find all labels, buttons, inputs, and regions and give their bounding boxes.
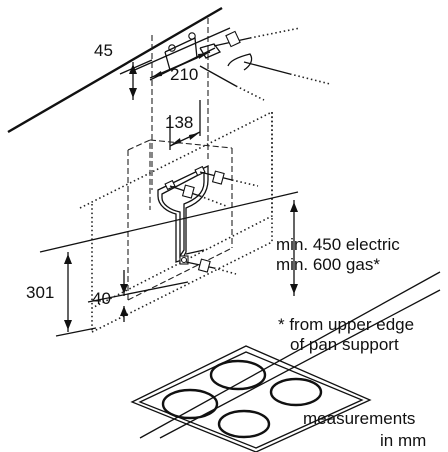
- burner-back-right: [269, 377, 323, 407]
- units-line-2: in mm: [380, 431, 426, 450]
- burner-back-left: [209, 359, 267, 391]
- top-bracket-area: [129, 18, 231, 190]
- wall-bracket: [157, 164, 209, 265]
- lower-fixings: [169, 170, 259, 275]
- bottom-reference-line: [87, 281, 189, 303]
- ceiling-line: [7, 6, 223, 134]
- min-gas-label: min. 600 gas*: [276, 255, 380, 274]
- dimension-45: 45: [94, 41, 153, 100]
- dim-210-label: 210: [170, 65, 198, 84]
- lower-bracket-area: [127, 139, 233, 301]
- footnote-line-1: * from upper edge: [278, 315, 414, 334]
- footnote-line-2: of pan support: [290, 335, 399, 354]
- burner-front-right: [217, 409, 271, 439]
- dim-45-label: 45: [94, 41, 113, 60]
- burner-front-left: [161, 388, 219, 420]
- cooktop: [130, 345, 372, 452]
- dim-138-label: 138: [165, 113, 193, 132]
- lower-reference-line: [39, 191, 299, 253]
- top-fixings: [199, 27, 331, 101]
- min-electric-label: min. 450 electric: [276, 235, 400, 254]
- dimension-138: 138: [165, 100, 201, 150]
- dimension-min-distance: min. 450 electric min. 600 gas*: [139, 200, 441, 439]
- dim-301-label: 301: [26, 283, 54, 302]
- dimension-40: 40: [92, 270, 128, 322]
- dimension-210: 210: [149, 51, 211, 84]
- dim-40-label: 40: [92, 289, 111, 308]
- units-line-1: measurements: [303, 409, 415, 428]
- dimension-301: 301: [26, 252, 97, 337]
